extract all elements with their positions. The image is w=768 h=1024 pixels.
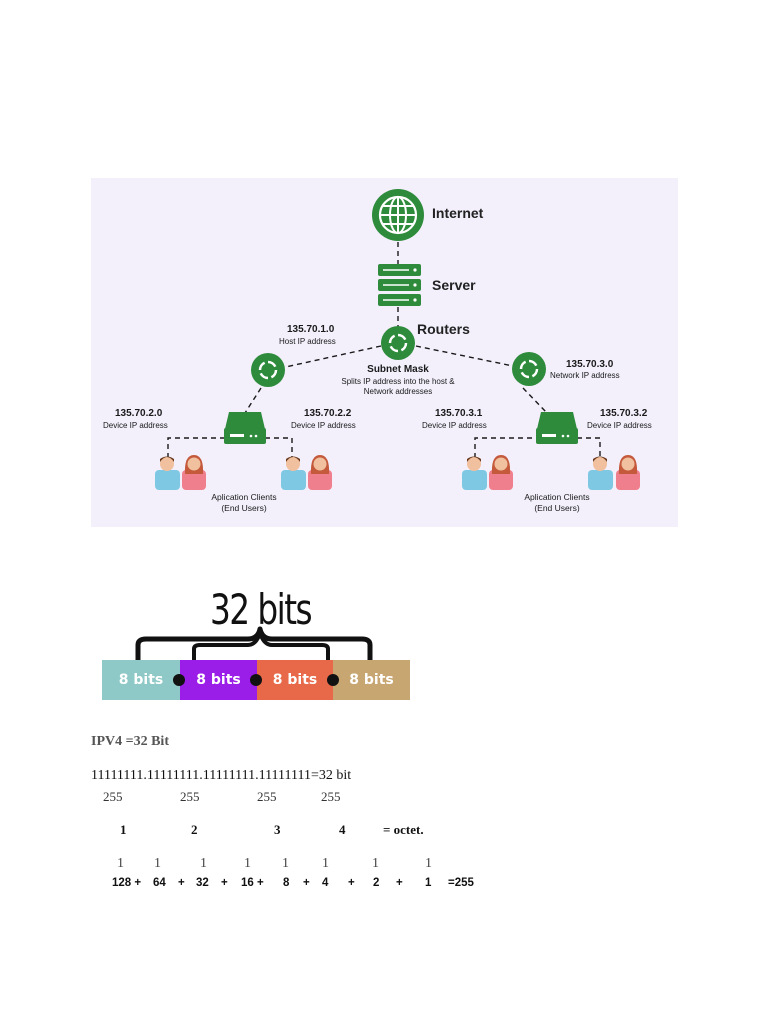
globe-icon	[372, 189, 424, 241]
subnet-mask-desc-2: Network addresses	[363, 387, 433, 396]
octet-label: = octet.	[383, 822, 424, 837]
bit-one: 1	[117, 856, 124, 871]
device-ip-2-2: 135.70.2.2	[304, 408, 352, 419]
decimal-255: 255	[180, 789, 200, 804]
right-router-icon	[512, 352, 546, 386]
female-user-icon	[616, 455, 640, 490]
bits-title: 32 bits	[210, 585, 313, 634]
octet-segment-2: 8 bits	[180, 660, 257, 700]
bit-one: 1	[200, 856, 207, 871]
device-ip-caption: Device IP address	[103, 421, 168, 430]
place-value: 1	[425, 877, 432, 889]
device-ip-caption: Device IP address	[587, 421, 652, 430]
server-label: Server	[432, 277, 476, 293]
plus-sign: +	[396, 877, 403, 889]
place-value: 2	[373, 877, 380, 889]
clients-title-left: Aplication Clients	[211, 492, 277, 502]
separator-dots	[173, 674, 339, 686]
right-switch-icon	[536, 412, 578, 444]
server-icon	[378, 264, 421, 306]
place-value: 32	[196, 877, 209, 889]
female-user-icon	[308, 455, 332, 490]
decimal-255: 255	[257, 789, 277, 804]
left-switch-icon	[224, 412, 266, 444]
network-ip-caption: Network IP address	[550, 371, 620, 380]
place-value: 4	[322, 877, 329, 889]
place-value: 16 +	[241, 877, 264, 889]
left-router-icon	[251, 353, 285, 387]
diagram-graphics	[155, 189, 640, 490]
link-right-router	[415, 345, 514, 367]
place-value: 64	[153, 877, 166, 889]
octet-number: 1	[120, 822, 127, 837]
bit-one: 1	[372, 856, 379, 871]
routers-label: Routers	[417, 321, 470, 337]
plus-sign: +	[303, 877, 310, 889]
bit-one: 1	[425, 856, 432, 871]
male-user-icon	[588, 456, 613, 490]
user-icons	[155, 455, 640, 490]
bits-graphic: 32 bits 8 bits 8 bits 8 bits 8 bits	[100, 585, 412, 703]
plus-sign: +	[348, 877, 355, 889]
octet-number: 4	[339, 822, 346, 837]
device-ip-caption: Device IP address	[291, 421, 356, 430]
bit-one: 1	[282, 856, 289, 871]
place-value: 128 +	[112, 877, 142, 889]
female-user-icon	[489, 455, 513, 490]
host-ip: 135.70.1.0	[287, 324, 335, 335]
bit-one: 1	[322, 856, 329, 871]
clients-title-right: Aplication Clients	[524, 492, 590, 502]
plus-sign: +	[221, 877, 228, 889]
plus-sign: +	[178, 877, 185, 889]
octet-segment-1: 8 bits	[102, 660, 180, 700]
male-user-icon	[155, 456, 180, 490]
bit-one: 1	[244, 856, 251, 871]
male-user-icon	[462, 456, 487, 490]
device-ip-2-0: 135.70.2.0	[115, 408, 163, 419]
clients-sub-left: (End Users)	[221, 503, 267, 513]
link-left-router	[280, 345, 382, 369]
place-value: 8	[283, 877, 290, 889]
ipv4-heading: IPV4 =32 Bit	[91, 734, 169, 749]
octet-segment-4: 8 bits	[333, 660, 410, 700]
internet-label: Internet	[432, 205, 484, 221]
octet-number: 2	[191, 822, 198, 837]
device-ip-caption: Device IP address	[422, 421, 487, 430]
network-diagram: Internet Server Routers 135.70.1.0 Host …	[91, 178, 678, 527]
subnet-mask-desc-1: Splits IP address into the host &	[341, 377, 455, 386]
binary-address: 11111111.11111111.11111111.11111111=32 b…	[91, 768, 352, 783]
female-user-icon	[182, 455, 206, 490]
subnet-mask-title: Subnet Mask	[367, 364, 429, 375]
network-ip: 135.70.3.0	[566, 359, 614, 370]
octet-number: 3	[274, 822, 281, 837]
device-ip-3-2: 135.70.3.2	[600, 408, 648, 419]
decimal-255: 255	[103, 789, 123, 804]
decimal-255: 255	[321, 789, 341, 804]
brace-icon	[135, 626, 373, 661]
bit-one: 1	[154, 856, 161, 871]
main-router-icon	[381, 326, 415, 360]
sum-result: =255	[448, 877, 474, 889]
octet-segment-3: 8 bits	[257, 660, 333, 700]
host-ip-caption: Host IP address	[279, 337, 336, 346]
clients-sub-right: (End Users)	[534, 503, 580, 513]
male-user-icon	[281, 456, 306, 490]
device-ip-3-1: 135.70.3.1	[435, 408, 483, 419]
